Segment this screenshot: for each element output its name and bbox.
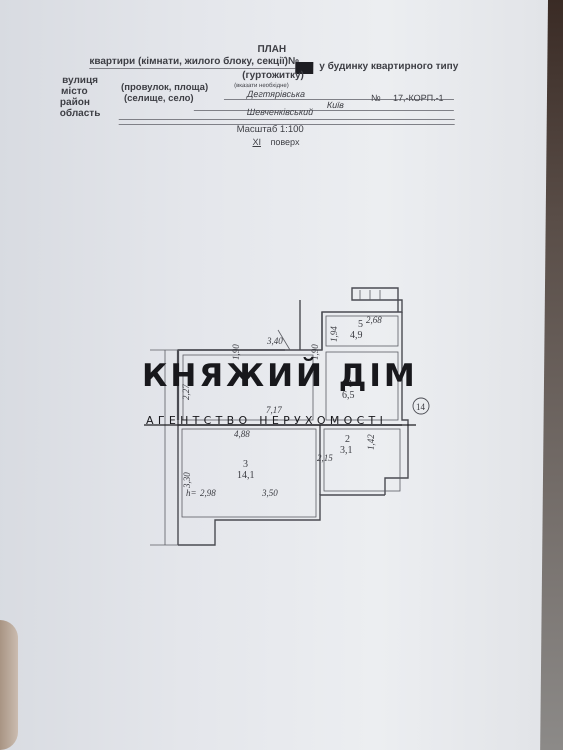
dimension-label: 3,40 bbox=[266, 336, 283, 346]
room-number: 2 bbox=[345, 434, 350, 445]
room-number: 5 bbox=[358, 319, 363, 330]
outer-wall-bottom bbox=[178, 494, 385, 546]
dimension-label: 7,17 bbox=[266, 405, 282, 415]
dimension-label: 1,94 bbox=[329, 326, 339, 342]
dimension-label: 1,90 bbox=[310, 344, 320, 360]
dimension-label: 1,90 bbox=[231, 344, 241, 360]
height-label: h= bbox=[186, 488, 197, 498]
finger-edge bbox=[0, 620, 18, 750]
room-area: 14,1 bbox=[237, 470, 255, 481]
watermark-tagline: АГЕНТСТВО НЕРУХОМОСТІ bbox=[146, 414, 388, 427]
room-area: 3,1 bbox=[340, 445, 353, 456]
dimension-label: 4,88 bbox=[234, 429, 250, 439]
room-area: 4,9 bbox=[350, 330, 363, 341]
dimension-label: 3,50 bbox=[261, 488, 278, 498]
room-number: 3 bbox=[243, 459, 248, 470]
dimension-label: 2,15 bbox=[317, 453, 333, 463]
room-area: 6,5 bbox=[342, 390, 355, 401]
outer-wall-right bbox=[384, 312, 409, 495]
axis-marker-circle bbox=[412, 397, 430, 415]
dimension-label: 2,68 bbox=[366, 315, 382, 325]
dimension-label: 2,98 bbox=[200, 488, 216, 498]
dimension-label: 1,42 bbox=[366, 434, 376, 450]
room-number: 1 bbox=[348, 379, 353, 390]
axis-marker-label: 14 bbox=[416, 402, 426, 412]
dimension-label: 2,27 bbox=[181, 384, 191, 400]
dimension-label: 3,30 bbox=[182, 472, 192, 489]
watermark-brand: КНЯЖИЙ ДІМ bbox=[142, 358, 418, 394]
